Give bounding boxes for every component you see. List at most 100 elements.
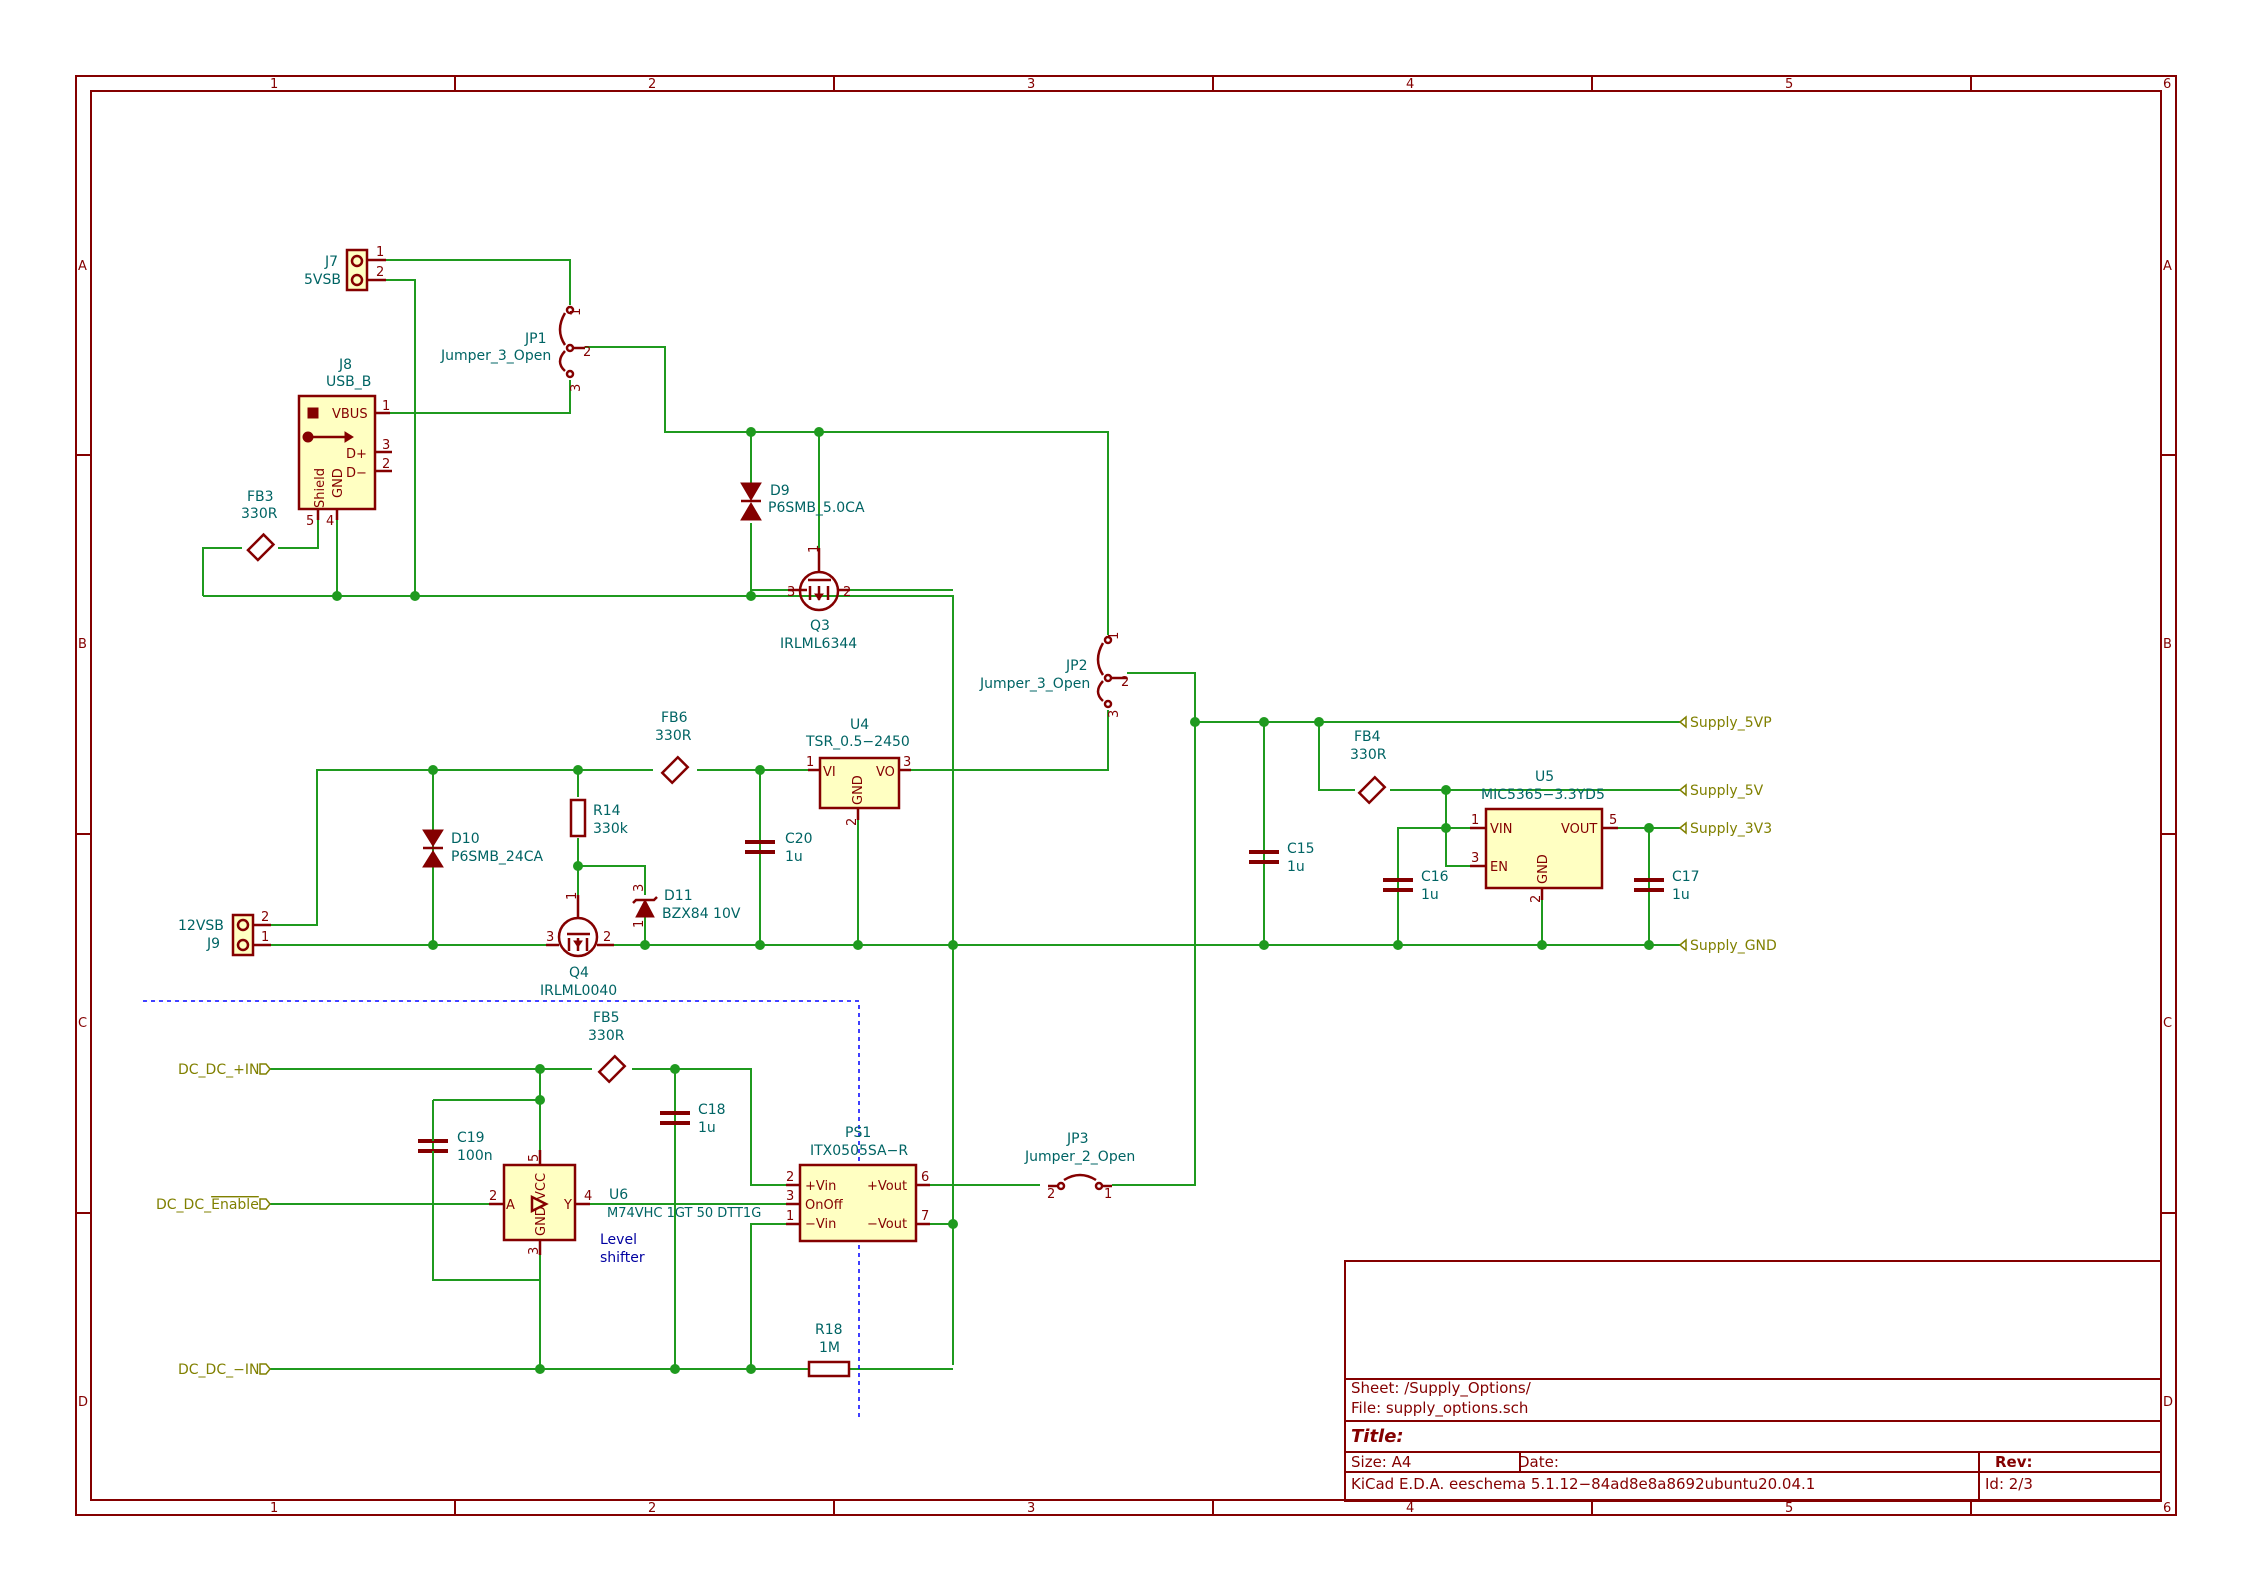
d9-ref: D9 <box>770 483 790 499</box>
ferrite-fb5[interactable]: FB5 330R <box>588 1010 627 1084</box>
dcdc-converter-ps1[interactable]: +Vin OnOff −Vin +Vout −Vout 2 3 1 6 7 PS… <box>786 1125 930 1243</box>
ps1-pin6: 6 <box>921 1170 929 1185</box>
j9-pin2: 2 <box>261 910 269 925</box>
jp3-ref: JP3 <box>1066 1131 1088 1147</box>
ferrite-fb6[interactable]: FB6 330R <box>655 710 692 785</box>
r18-ref: R18 <box>815 1322 843 1338</box>
d11-pin1: 1 <box>632 920 647 928</box>
q4-pin1: 1 <box>565 892 580 900</box>
resistor-r14[interactable]: R14 330k <box>569 798 629 838</box>
ferrite-fb3[interactable]: FB3 330R <box>241 489 278 562</box>
tb-tool: KiCad E.D.A. eeschema 5.1.12−84ad8e8a869… <box>1351 1475 1815 1493</box>
level-shifter-u6[interactable]: A Y VCC GND 2 4 5 3 U6 M74VHC 1GT 50 DTT… <box>489 1150 761 1255</box>
j7-ref: J7 <box>324 254 338 270</box>
ps1-pin1: 1 <box>786 1209 794 1224</box>
jumper-jp1[interactable]: 1 2 3 JP1 Jumper_3_Open <box>440 305 591 392</box>
u5-pin-vin: VIN <box>1490 822 1512 837</box>
c16-ref: C16 <box>1421 869 1449 885</box>
ferrite-fb4[interactable]: FB4 330R <box>1350 729 1387 805</box>
u5-pin3: 3 <box>1471 851 1479 866</box>
j8-pin4: 4 <box>326 514 334 529</box>
svg-text:DC_DC_Enable: DC_DC_Enable <box>156 1197 259 1213</box>
r18-value: 1M <box>819 1340 840 1356</box>
connector-j8[interactable]: J8 USB_B VBUS D+ D− Shield GND 1 3 2 5 4 <box>297 357 392 529</box>
border-col-4-top: 4 <box>1406 77 1414 92</box>
fb4-value: 330R <box>1350 747 1387 763</box>
u6-pin-gnd: GND <box>534 1206 549 1236</box>
tb-title: Title: <box>1351 1426 1404 1447</box>
jp2-value: Jumper_3_Open <box>979 676 1090 692</box>
r14-ref: R14 <box>593 803 621 819</box>
ps1-pin-onoff: OnOff <box>805 1198 844 1213</box>
usb-icon <box>307 407 319 419</box>
u6-value: M74VHC 1GT 50 DTT1G <box>607 1206 761 1221</box>
dashed-boundary <box>143 1000 860 1418</box>
border-row-c-right: C <box>2163 1016 2172 1031</box>
ldo-u5[interactable]: VIN EN VOUT GND 1 3 5 2 U5 MIC5365−3.3YD… <box>1470 769 1618 903</box>
connector-j9[interactable]: 2 1 12VSB J9 <box>178 910 271 957</box>
ps1-pin2: 2 <box>786 1170 794 1185</box>
j9-pin1: 1 <box>261 930 269 945</box>
border-col-3-top: 3 <box>1027 77 1035 92</box>
jp3-pin2: 2 <box>1047 1187 1055 1202</box>
u5-pin5: 5 <box>1609 813 1617 828</box>
j8-pin-shield: Shield <box>313 468 328 508</box>
border-col-3-bottom: 3 <box>1027 1501 1035 1516</box>
j8-pin-vbus: VBUS <box>332 407 368 422</box>
j8-value: USB_B <box>326 374 371 390</box>
d10-ref: D10 <box>451 831 480 847</box>
border-col-1-bottom: 1 <box>270 1501 278 1516</box>
global-label-dcdc-enable: DC_DC_Enable <box>156 1197 271 1213</box>
u6-ref: U6 <box>609 1187 628 1203</box>
capacitor-c18[interactable]: C18 1u <box>660 1102 726 1136</box>
mosfet-q4[interactable]: 1 2 3 Q4 IRLML0040 <box>540 892 617 999</box>
capacitor-c19[interactable]: C19 100n <box>418 1130 493 1164</box>
u4-pin-gnd: GND <box>851 775 866 805</box>
capacitor-c15[interactable]: C15 1u <box>1249 841 1315 875</box>
regulator-u4[interactable]: VI VO GND 1 3 2 U4 TSR_0.5−2450 <box>805 717 911 826</box>
jumper-jp2[interactable]: 1 2 3 JP2 Jumper_3_Open <box>979 632 1129 718</box>
tvs-diode-d9[interactable]: D9 P6SMB_5.0CA <box>740 482 865 521</box>
u6-pin-y: Y <box>563 1198 572 1213</box>
resistor-r18[interactable]: R18 1M <box>807 1322 851 1378</box>
border-row-a-right: A <box>2163 259 2172 274</box>
jp2-pin2: 2 <box>1121 675 1129 690</box>
border-col-6-bottom: 6 <box>2163 1501 2171 1516</box>
capacitor-c17[interactable]: C17 1u <box>1634 869 1700 903</box>
border-row-d-right: D <box>2163 1395 2173 1410</box>
j8-pin3: 3 <box>382 438 390 453</box>
zener-diode-d11[interactable]: 3 1 D11 BZX84 10V <box>632 884 741 928</box>
u4-pin-vo: VO <box>876 765 895 780</box>
buffer-icon <box>530 1194 549 1214</box>
d11-value: BZX84 10V <box>662 906 741 922</box>
u5-pin2: 2 <box>1529 895 1544 903</box>
ps1-pin3: 3 <box>786 1189 794 1204</box>
j9-ref: J9 <box>206 936 220 952</box>
u4-value: TSR_0.5−2450 <box>805 734 910 750</box>
note-shifter: shifter <box>600 1250 645 1266</box>
mosfet-q3[interactable]: 1 2 3 Q3 IRLML6344 <box>780 545 857 652</box>
q4-pin2: 2 <box>603 930 611 945</box>
q3-pin2: 2 <box>843 585 851 600</box>
jp2-pin1: 1 <box>1107 632 1122 640</box>
capacitor-c16[interactable]: C16 1u <box>1383 869 1449 903</box>
tb-size: Size: A4 <box>1351 1453 1411 1471</box>
ps1-value: ITX0505SA−R <box>810 1143 908 1159</box>
ps1-pin-vout-neg: −Vout <box>867 1217 907 1232</box>
jumper-jp3[interactable]: 2 1 JP3 Jumper_2_Open <box>1024 1131 1135 1202</box>
u4-pin-vi: VI <box>823 765 836 780</box>
jp1-value: Jumper_3_Open <box>440 348 551 364</box>
q3-value: IRLML6344 <box>780 636 857 652</box>
connector-j7[interactable]: 1 2 J7 5VSB <box>304 245 386 292</box>
d10-value: P6SMB_24CA <box>451 849 544 865</box>
q4-pin3: 3 <box>546 930 554 945</box>
wires <box>202 259 1680 1370</box>
d11-ref: D11 <box>664 888 693 904</box>
capacitor-c20[interactable]: C20 1u <box>745 831 813 865</box>
border-row-c-left: C <box>78 1016 87 1031</box>
tvs-diode-d10[interactable]: D10 P6SMB_24CA <box>422 829 544 868</box>
border-col-1-top: 1 <box>270 77 278 92</box>
u5-value: MIC5365−3.3YD5 <box>1481 787 1605 803</box>
jp2-ref: JP2 <box>1065 658 1087 674</box>
